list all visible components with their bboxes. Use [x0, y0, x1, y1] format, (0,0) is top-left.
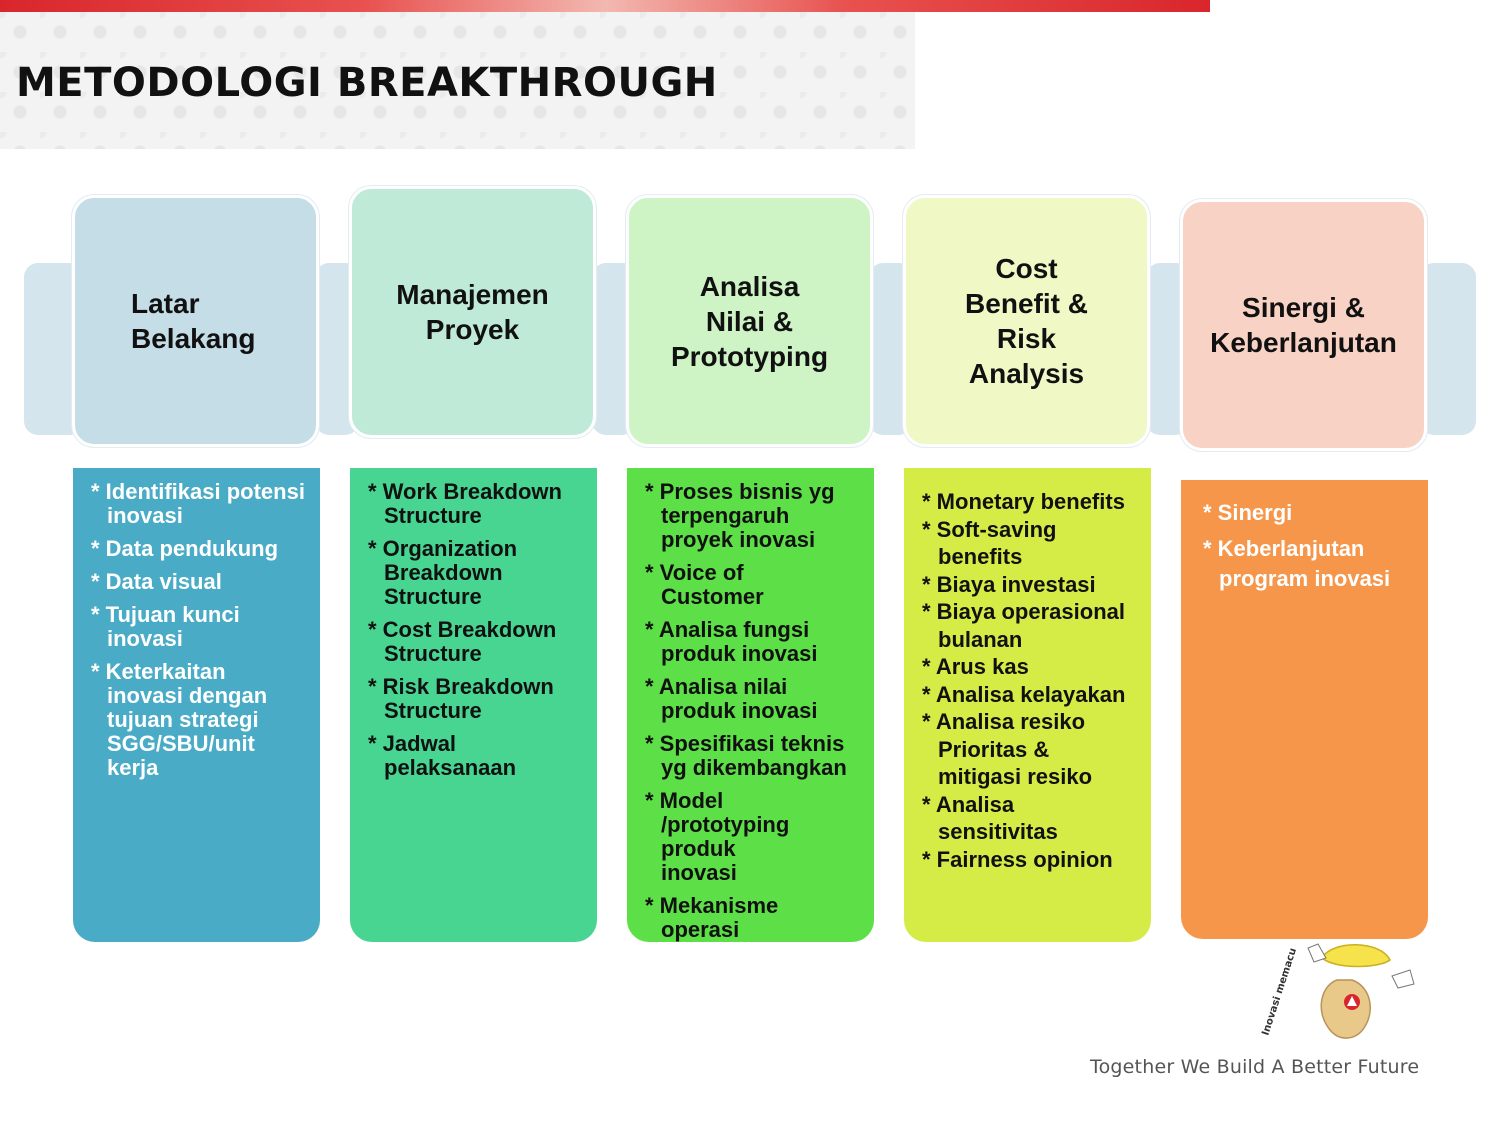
- stage-4-item: * Biaya investasi: [922, 571, 1096, 597]
- stage-header-3: Analisa Nilai & Prototyping: [626, 195, 873, 447]
- logo-text: Inovasi memacu: [1260, 947, 1299, 1037]
- stage-title-1: Latar Belakang: [131, 288, 256, 354]
- stage-header-4: Cost Benefit & Risk Analysis: [903, 195, 1150, 447]
- stage-1-item: * Identifikasi potensi inovasi: [91, 479, 305, 528]
- stage-4-item: * Analisa kelayakan: [922, 681, 1126, 707]
- stage-title-4: Cost Benefit & Risk Analysis: [965, 253, 1088, 389]
- stage-header-2: Manajemen Proyek: [349, 186, 596, 438]
- stage-5-item: * Sinergi: [1203, 500, 1293, 525]
- stage-title-2: Manajemen Proyek: [396, 279, 549, 345]
- footer-tagline: Together We Build A Better Future: [1090, 1056, 1420, 1078]
- stage-2-item: * Cost Breakdown Structure: [368, 617, 557, 666]
- stage-3-item: * Model /prototyping produk inovasi: [645, 788, 790, 885]
- stage-body-1: * Identifikasi potensi inovasi * Data pe…: [73, 468, 320, 942]
- stage-4-item: * Analisa sensitivitas: [922, 791, 1058, 845]
- mascot-logo: Inovasi memacu: [1260, 943, 1415, 1039]
- stage-4-item: * Analisa resiko Prioritas & mitigasi re…: [922, 709, 1093, 789]
- stage-3-item: * Analisa nilai produk inovasi: [645, 674, 818, 723]
- stage-body-5: * Sinergi * Keberlanjutan program inovas…: [1181, 480, 1428, 939]
- top-accent-bar: [0, 0, 1210, 12]
- stage-1-item: * Data visual: [91, 569, 222, 594]
- stage-3-item: * Voice of Customer: [645, 560, 764, 609]
- stage-header-1: Latar Belakang: [72, 195, 319, 447]
- stage-3-item: * Analisa fungsi produk inovasi: [645, 617, 818, 666]
- stage-1-item: * Data pendukung: [91, 536, 279, 561]
- stage-title-5: Sinergi & Keberlanjutan: [1210, 292, 1397, 358]
- stage-3-item: * Mekanisme operasi: [645, 893, 779, 942]
- stage-2-item: * Organization Breakdown Structure: [368, 536, 518, 609]
- stage-1-item: * Keterkaitan inovasi dengan tujuan stra…: [91, 659, 268, 780]
- stage-2-item: * Work Breakdown Structure: [368, 479, 562, 528]
- stage-4-item: * Soft-saving benefits: [922, 516, 1057, 570]
- stage-header-5: Sinergi & Keberlanjutan: [1180, 199, 1427, 451]
- stage-4-item: * Fairness opinion: [922, 846, 1113, 872]
- stage-title-3: Analisa Nilai & Prototyping: [670, 270, 829, 372]
- stage-4-item: * Arus kas: [922, 654, 1029, 679]
- stage-2-item: * Risk Breakdown Structure: [368, 674, 554, 723]
- stage-body-4: * Monetary benefits * Soft-saving benefi…: [904, 468, 1151, 942]
- stage-5-item: * Keberlanjutan program inovasi: [1203, 536, 1391, 591]
- stage-body-2: * Work Breakdown Structure * Organizatio…: [350, 468, 597, 942]
- page-title: METODOLOGI BREAKTHROUGH: [16, 60, 718, 106]
- stage-3-item: * Proses bisnis yg terpengaruh proyek in…: [645, 479, 835, 552]
- connector-band-right: [1420, 263, 1476, 435]
- stage-1-item: * Tujuan kunci inovasi: [91, 602, 240, 651]
- stage-4-item: * Monetary benefits: [922, 489, 1125, 514]
- stage-body-3: * Proses bisnis yg terpengaruh proyek in…: [627, 468, 874, 942]
- stage-4-item: * Biaya operasional bulanan: [922, 599, 1125, 652]
- stage-3-item: * Spesifikasi teknis yg dikembangkan: [645, 731, 847, 780]
- header-pattern: [0, 12, 915, 149]
- stage-2-item: * Jadwal pelaksanaan: [368, 731, 517, 780]
